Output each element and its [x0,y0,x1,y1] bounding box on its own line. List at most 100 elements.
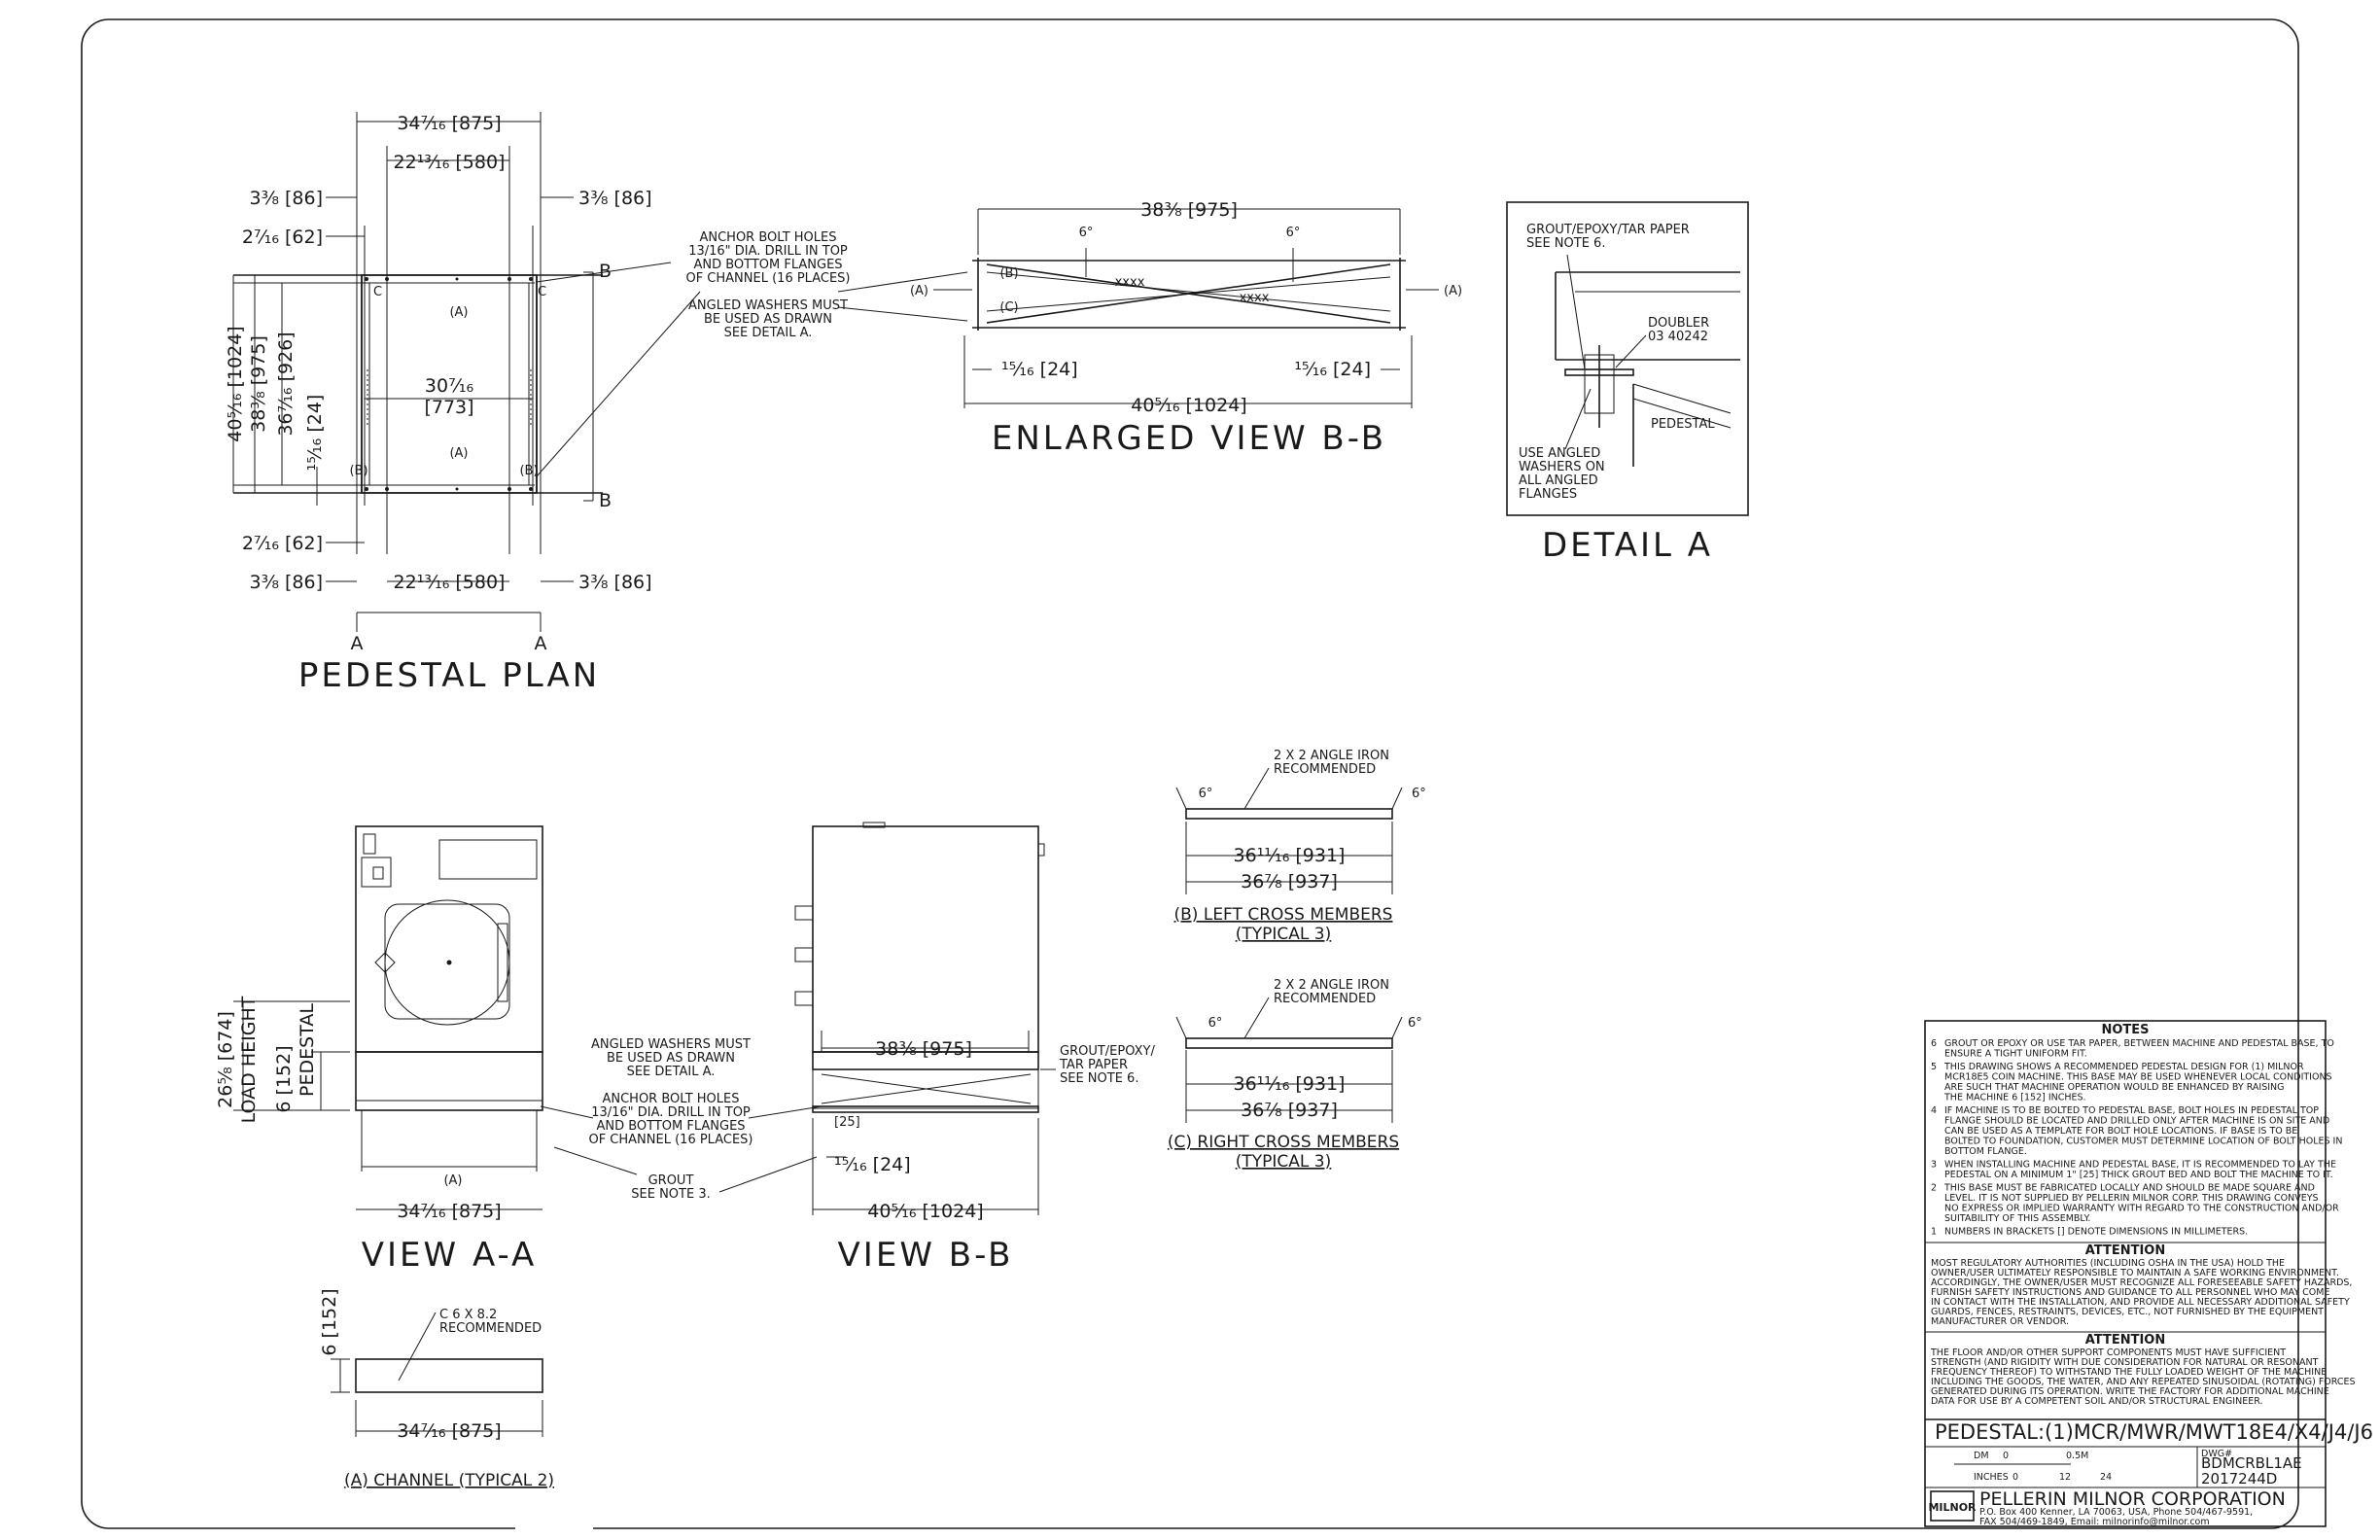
note-line: MCR18E5 COIN MACHINE. THIS BASE MAY BE U… [1944,1072,2332,1083]
enlarged-a-left: (A) [910,284,928,298]
detail-washers-line3: ALL ANGLED [1519,473,1598,488]
channel-width-dim: 34⁷⁄₁₆ [875] [397,1420,501,1442]
pedestal-plan: 34⁷⁄₁₆ [875] 22¹³⁄₁₆ [580] 3³⁄₈ [86] 3³⁄… [225,112,701,695]
svg-text:BE USED AS DRAWN: BE USED AS DRAWN [607,1051,735,1066]
channel-height-dim: 6 [152] [319,1288,340,1355]
detail-a-title: DETAIL A [1542,526,1713,565]
note-line: CAN BE USED AS A TEMPLATE FOR BOLT HOLE … [1944,1126,2297,1137]
detail-pedestal-label: PEDESTAL [1651,417,1715,432]
plan-dim-channel-depth: 38³⁄₈ [975] [248,335,269,433]
plan-dim-bottom-flange: 2⁷⁄₁₆ [62] [242,533,323,554]
enlarged-weld-left: xxxx [1115,275,1145,290]
title-block: PEDESTAL:(1)MCR/MWR/MWT18E4/X4/J4/J6 DM … [1928,1420,2372,1527]
left-dim-inner: 36¹¹⁄₁₆ [931] [1234,845,1346,866]
attention2-line: STRENGTH (AND RIGIDITY WITH DUE CONSIDER… [1931,1357,2319,1368]
attention2-line: FREQUENCY THEREOF) TO WITHSTAND THE FULL… [1931,1367,2327,1378]
plan-dim-left-flange: 2⁷⁄₁₆ [62] [242,227,323,248]
attention1-line: ACCORDINGLY, THE OWNER/USER MUST RECOGNI… [1931,1278,2352,1288]
plan-section-b-bottom: B [599,490,612,511]
enlarged-dim-top: 38³⁄₈ [975] [1140,199,1238,221]
enlarged-angle-right: 6° [1286,226,1301,240]
view-bb-title: VIEW B-B [838,1236,1014,1275]
svg-text:13/16" DIA. DRILL IN TOP: 13/16" DIA. DRILL IN TOP [688,244,848,259]
svg-text:SEE NOTE 3.: SEE NOTE 3. [631,1187,710,1202]
note-line: GROUT OR EPOXY OR USE TAR PAPER, BETWEEN… [1944,1038,2334,1049]
plan-dim-overall-width: 34⁷⁄₁₆ [875] [397,113,501,134]
note-line: LEVEL. IT IS NOT SUPPLIED BY PELLERIN MI… [1944,1193,2319,1204]
svg-text:ANCHOR BOLT HOLES: ANCHOR BOLT HOLES [699,230,836,245]
svg-text:0: 0 [2003,1451,2009,1461]
plan-dim-bottom-left-offset: 3³⁄₈ [86] [249,572,323,593]
note-number: 2 [1931,1183,1937,1194]
plan-dim-inner-depth: 36⁷⁄₁₆ [926] [275,332,297,436]
svg-text:AND BOTTOM FLANGES: AND BOTTOM FLANGES [693,258,842,272]
attention1-line: GUARDS, FENCES, RESTRAINTS, DEVICES, ETC… [1931,1307,2324,1317]
attention1-line: IN CONTACT WITH THE INSTALLATION, AND PR… [1931,1297,2350,1308]
note-line: NO EXPRESS OR IMPLIED WARRANTY WITH REGA… [1944,1204,2339,1214]
right-angle-right: 6° [1408,1016,1422,1031]
svg-text:ANGLED WASHERS MUST: ANGLED WASHERS MUST [591,1037,751,1052]
detail-grout-line1: GROUT/EPOXY/TAR PAPER [1526,223,1690,237]
left-cross-members: 2 X 2 ANGLE IRON RECOMMENDED 6° 6° 36¹¹⁄… [1174,749,1426,944]
right-dim-inner: 36¹¹⁄₁₆ [931] [1234,1073,1346,1095]
detail-washers-line1: USE ANGLED [1519,446,1600,461]
svg-text:ANGLED WASHERS MUST: ANGLED WASHERS MUST [688,298,848,313]
note-line: THIS BASE MUST BE FABRICATED LOCALLY AND… [1943,1183,2315,1194]
plan-dim-overall-depth: 40⁵⁄₁₆ [1024] [225,326,246,441]
svg-text:12: 12 [2059,1472,2071,1483]
view-aa-load-dim: 26⁵⁄₈ [674] [215,1011,236,1108]
note-line: ARE SUCH THAT MACHINE OPERATION WOULD BE… [1944,1082,2285,1093]
attention2-line: THE FLOOR AND/OR OTHER SUPPORT COMPONENT… [1930,1348,2286,1358]
plan-dim-left-offset: 3³⁄₈ [86] [249,188,323,209]
right-angle-left: 6° [1208,1016,1223,1031]
note-line: SUITABILITY OF THIS ASSEMBLY. [1944,1213,2090,1224]
company-name: PELLERIN MILNOR CORPORATION [1979,1488,2286,1510]
enlarged-dim-right-small: ¹⁵⁄₁₆ [24] [1294,359,1371,380]
detail-washers-line2: WASHERS ON [1519,460,1605,474]
detail-grout-line2: SEE NOTE 6. [1526,236,1605,251]
right-angle-iron-line1: 2 X 2 ANGLE IRON [1274,978,1389,993]
left-angle-right: 6° [1412,787,1426,801]
note-line: IF MACHINE IS TO BE BOLTED TO PEDESTAL B… [1944,1105,2319,1116]
mid-notes: ANGLED WASHERS MUST BE USED AS DRAWN SEE… [540,1037,822,1202]
right-angle-iron-line2: RECOMMENDED [1274,992,1376,1006]
plan-b-mark: (B) [349,464,368,478]
attention2-line: GENERATED DURING ITS OPERATION. WRITE TH… [1931,1386,2329,1397]
notes-title: NOTES [2101,1023,2149,1037]
enlarged-b-mark: (B) [999,266,1018,281]
view-bb-bracket: [25] [834,1115,860,1130]
view-aa: 26⁵⁄₈ [674] LOAD HEIGHT 6 [152] PEDESTAL… [215,825,543,1275]
svg-text:DWG#: DWG# [2201,1449,2232,1459]
plan-section-b-top: B [599,261,612,282]
view-aa-ped-dim: 6 [152] [273,1045,295,1112]
left-cross-title: (B) LEFT CROSS MEMBERS [1174,905,1393,925]
view-bb-top-dim: 38³⁄₈ [975] [875,1038,972,1060]
enlarged-dim-bottom: 40⁵⁄₁₆ [1024] [1131,395,1246,416]
svg-text:AND BOTTOM FLANGES: AND BOTTOM FLANGES [596,1119,745,1134]
channel-title: (A) CHANNEL (TYPICAL 2) [344,1471,554,1490]
view-bb-grout-line3: SEE NOTE 6. [1060,1071,1138,1086]
plan-dim-bottom-inner: 22¹³⁄₁₆ [580] [394,572,506,593]
svg-text:OF CHANNEL (16 PLACES): OF CHANNEL (16 PLACES) [685,271,850,286]
svg-text:P.O. Box 400 Kenner, LA 70063,: P.O. Box 400 Kenner, LA 70063, USA, Phon… [1979,1507,2253,1518]
note-number: 1 [1931,1227,1937,1238]
note-line: PEDESTAL ON A MINIMUM 1" [25] THICK GROU… [1944,1170,2333,1180]
attention2-title: ATTENTION [2085,1333,2165,1348]
channel-typical: 6 [152] C 6 X 8.2 RECOMMENDED 34⁷⁄₁₆ [87… [319,1288,554,1490]
plan-channel-mark-bottom: (A) [449,446,468,461]
svg-text:24: 24 [2100,1472,2112,1483]
left-angle-iron-line2: RECOMMENDED [1274,762,1376,777]
sheet-border [81,18,2299,1529]
svg-text:SEE DETAIL A.: SEE DETAIL A. [627,1065,716,1079]
view-bb-small-dim: ¹⁵⁄₁₆ [24] [834,1154,911,1175]
enlarged-c-mark: (C) [999,300,1018,315]
view-aa-title: VIEW A-A [362,1236,538,1275]
svg-text:0: 0 [2012,1472,2018,1483]
drawing-number-2: 2017244D [2201,1470,2277,1488]
svg-text:BE USED AS DRAWN: BE USED AS DRAWN [704,312,832,327]
attention1-line: OWNER/USER ULTIMATELY RESPONSIBLE TO MAI… [1931,1268,2339,1278]
view-aa-width-dim: 34⁷⁄₁₆ [875] [397,1201,501,1222]
right-dim-outer: 36⁷⁄₈ [937] [1241,1100,1338,1121]
view-bb-grout-line2: TAR PAPER [1059,1058,1128,1072]
